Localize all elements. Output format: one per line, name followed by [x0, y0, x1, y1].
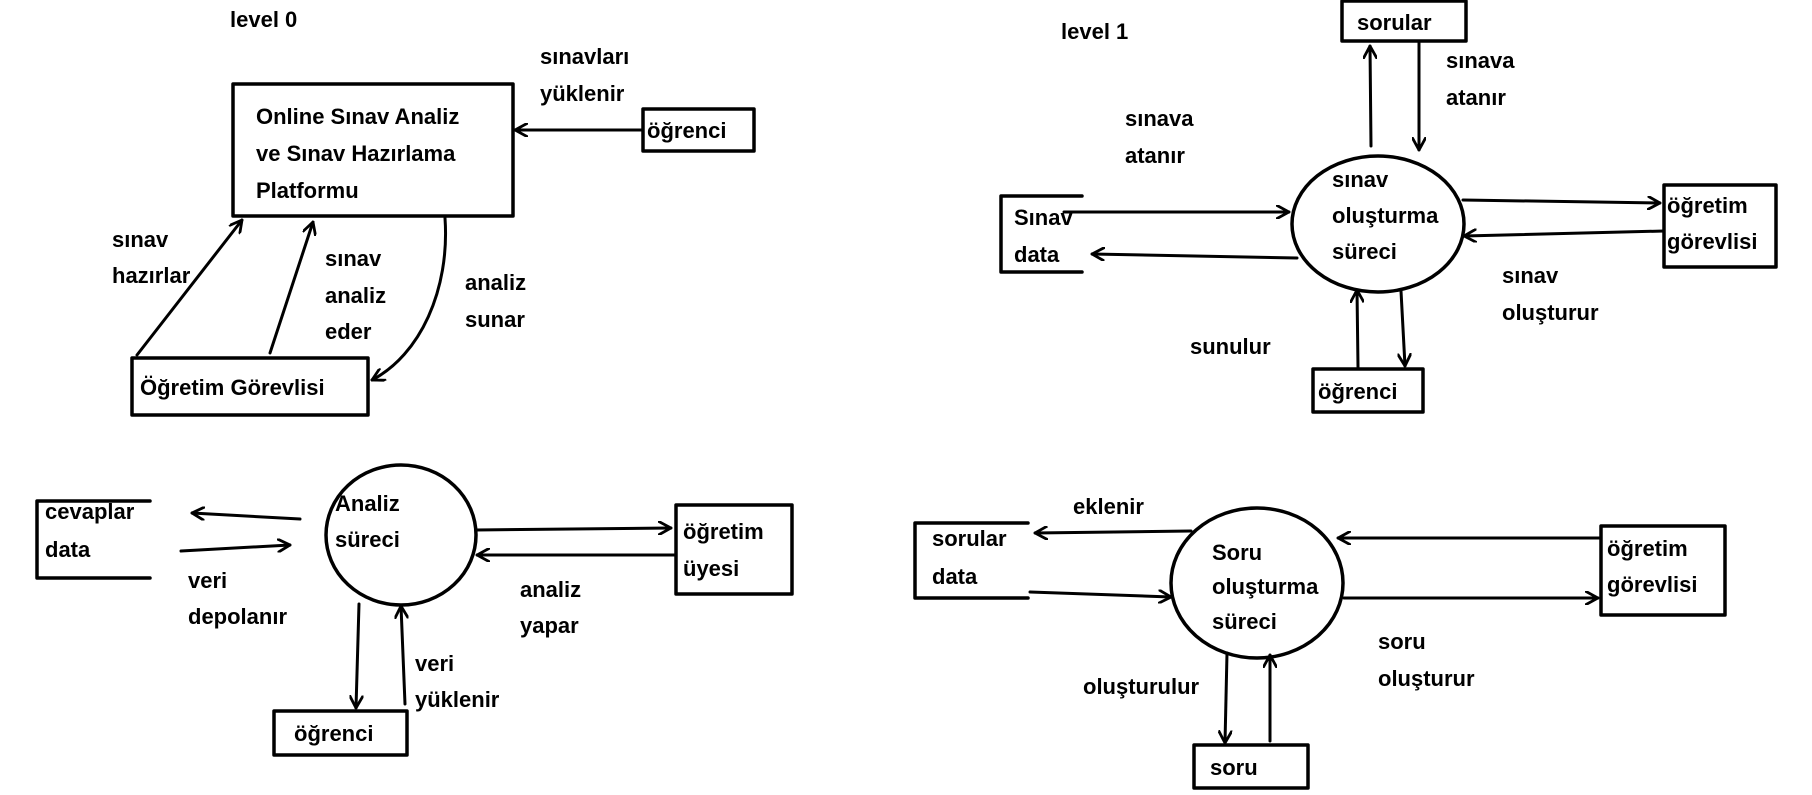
- platform-label-line3: Platformu: [256, 178, 359, 203]
- arrow-process-to-answers: [192, 513, 302, 519]
- analysis-process-line2: süreci: [335, 527, 400, 552]
- arrow-answers-to-process: [179, 545, 290, 551]
- arrow-instructor-to-process: [1462, 231, 1666, 236]
- flow-presents-analysis-line2: sunar: [465, 307, 525, 332]
- flow-analyzes-exam-line2: analiz: [325, 283, 386, 308]
- level1-diagram: level 1 sınav oluşturma süreci sorular S…: [999, 0, 1778, 414]
- flow-exams-uploaded-line1: sınavları: [540, 44, 629, 69]
- instructor-entity-box-l1: [1662, 183, 1778, 269]
- question-creation-process: [1169, 506, 1345, 660]
- flow-exams-uploaded-line2: yüklenir: [540, 81, 625, 106]
- instructor-entity-box: [130, 356, 370, 417]
- flow-added: eklenir: [1073, 494, 1144, 519]
- arrow-student-to-process: [1357, 288, 1358, 369]
- flow-assigned-top-line1: sınava: [1446, 48, 1515, 73]
- flow-analyzes-line1: analiz: [520, 577, 581, 602]
- flow-creates-exam-line2: oluşturur: [1502, 300, 1599, 325]
- flow-creates-question-line2: oluşturur: [1378, 666, 1475, 691]
- flow-prepares-exam-line2: hazırlar: [112, 263, 191, 288]
- instructor-l1-line1: öğretim: [1667, 193, 1748, 218]
- level1-heading: level 1: [1061, 19, 1128, 44]
- arrow-process-to-instructor: [1461, 200, 1662, 203]
- arrow-instructor-analyzes-exam: [268, 222, 313, 355]
- flow-presents-analysis-line1: analiz: [465, 270, 526, 295]
- level0-heading: level 0: [230, 7, 297, 32]
- flow-analyzes-exam-line1: sınav: [325, 246, 382, 271]
- answers-data-store: [35, 499, 152, 580]
- exam-process-line1: sınav: [1332, 167, 1389, 192]
- questions-store-box: [1340, 0, 1468, 43]
- flow-created: oluşturulur: [1083, 674, 1200, 699]
- question-diagram: Soru oluşturma süreci sorular data öğret…: [913, 494, 1727, 790]
- flow-data-stored-line2: depolanır: [188, 604, 287, 629]
- exam-data-store: [999, 194, 1084, 274]
- member-entity-box: [674, 503, 794, 596]
- arrow-process-to-questions-data: [1033, 531, 1193, 533]
- question-process-line2: oluşturma: [1212, 574, 1319, 599]
- question-entity-label: soru: [1210, 755, 1258, 780]
- arrow-process-to-student: [1401, 289, 1405, 366]
- platform-label-line2: ve Sınav Hazırlama: [256, 141, 456, 166]
- question-process-line3: süreci: [1212, 609, 1277, 634]
- flow-prepares-exam-line1: sınav: [112, 227, 169, 252]
- flow-data-uploaded-line2: yüklenir: [415, 687, 500, 712]
- student-entity-label: öğrenci: [647, 118, 726, 143]
- analysis-diagram: Analiz süreci cevaplar data öğretim üyes…: [35, 463, 794, 757]
- questions-data-store: [913, 521, 1030, 600]
- instructor-question-line1: öğretim: [1607, 536, 1688, 561]
- flow-assigned-left-line1: sınava: [1125, 106, 1194, 131]
- flow-analyzes-exam-line3: eder: [325, 319, 372, 344]
- exam-process-line2: oluşturma: [1332, 203, 1439, 228]
- arrow-process-to-member: [474, 528, 673, 530]
- arrow-process-to-questions: [1370, 44, 1371, 148]
- platform-process-box: [231, 82, 515, 218]
- arrow-process-to-question: [1225, 651, 1227, 745]
- questions-store-label: sorular: [1357, 10, 1432, 35]
- flow-creates-exam-line1: sınav: [1502, 263, 1559, 288]
- question-entity-box: [1192, 743, 1310, 790]
- member-line2: üyesi: [683, 556, 739, 581]
- answers-data-line1: cevaplar: [45, 499, 135, 524]
- flow-analyzes-line2: yapar: [520, 613, 579, 638]
- arrow-process-to-student: [356, 602, 359, 710]
- flow-assigned-left-line2: atanır: [1125, 143, 1185, 168]
- level0-diagram: level 0 Online Sınav Analiz ve Sınav Haz…: [112, 7, 756, 417]
- flow-data-uploaded-line1: veri: [415, 651, 454, 676]
- analysis-process-line1: Analiz: [335, 491, 400, 516]
- exam-data-line1: Sınav: [1014, 205, 1073, 230]
- student-analysis-label: öğrenci: [294, 721, 373, 746]
- arrow-process-to-examdata: [1090, 254, 1299, 258]
- arrow-instructor-prepares-exam: [135, 220, 242, 357]
- exam-process-line3: süreci: [1332, 239, 1397, 264]
- flow-presented: sunulur: [1190, 334, 1271, 359]
- student-entity-box-analysis: [272, 709, 409, 757]
- flow-data-stored-line1: veri: [188, 568, 227, 593]
- flow-creates-question-line1: soru: [1378, 629, 1426, 654]
- student-l1-label: öğrenci: [1318, 379, 1397, 404]
- arrow-platform-presents-analysis: [372, 216, 448, 380]
- instructor-l1-line2: görevlisi: [1667, 229, 1757, 254]
- instructor-entity-label: Öğretim Görevlisi: [140, 375, 325, 400]
- exam-creation-process: [1290, 154, 1466, 294]
- arrow-student-to-process: [401, 604, 405, 706]
- arrow-questions-data-to-process: [1028, 592, 1173, 597]
- member-line1: öğretim: [683, 519, 764, 544]
- questions-data-line1: sorular: [932, 526, 1007, 551]
- answers-data-line2: data: [45, 537, 91, 562]
- questions-data-line2: data: [932, 564, 978, 589]
- question-process-line1: Soru: [1212, 540, 1262, 565]
- exam-data-line2: data: [1014, 242, 1060, 267]
- instructor-entity-box-question: [1599, 524, 1727, 617]
- instructor-question-line2: görevlisi: [1607, 572, 1697, 597]
- student-entity-box-l1: [1311, 367, 1425, 414]
- platform-label-line1: Online Sınav Analiz: [256, 104, 459, 129]
- flow-assigned-top-line2: atanır: [1446, 85, 1506, 110]
